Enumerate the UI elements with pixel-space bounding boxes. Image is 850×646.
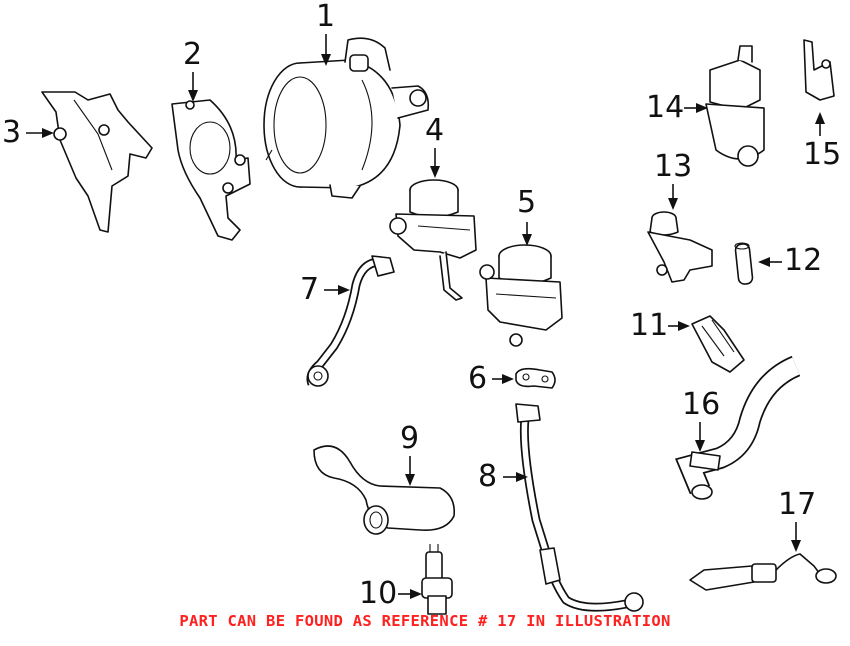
part-7-pipe xyxy=(306,255,395,387)
part-6-gasket xyxy=(515,367,556,389)
callout-3: 3 xyxy=(2,115,22,150)
part-10-valve xyxy=(421,544,453,615)
part-8-pipe xyxy=(515,403,644,612)
callout-8: 8 xyxy=(478,459,498,494)
callout-14: 14 xyxy=(646,90,685,125)
callout-16: 16 xyxy=(682,387,721,422)
callout-17: 17 xyxy=(778,487,817,522)
callout-9: 9 xyxy=(400,421,420,456)
part-5-valve xyxy=(479,244,563,347)
callout-7: 7 xyxy=(300,272,320,307)
callout-13: 13 xyxy=(654,149,693,184)
callout-5: 5 xyxy=(517,185,537,220)
part-17-sensor xyxy=(689,553,837,591)
footer-note: PART CAN BE FOUND AS REFERENCE # 17 IN I… xyxy=(179,612,671,630)
callout-12: 12 xyxy=(784,243,823,278)
callout-11: 11 xyxy=(630,308,669,343)
part-15-bracket xyxy=(803,39,835,101)
callout-10: 10 xyxy=(359,576,398,611)
leader-lines xyxy=(26,34,825,599)
part-3-bracket xyxy=(41,91,153,233)
part-9-hose xyxy=(313,445,456,535)
part-14-solenoid xyxy=(705,45,765,167)
part-1-air-pump xyxy=(263,37,430,199)
part-11-clip xyxy=(691,315,745,373)
callout-6: 6 xyxy=(468,361,488,396)
part-12-sleeve xyxy=(734,242,754,285)
part-4-valve xyxy=(389,179,477,301)
callout-2: 2 xyxy=(183,37,203,72)
part-13-valve xyxy=(647,211,713,283)
callout-4: 4 xyxy=(425,113,445,148)
part-2-bracket xyxy=(171,99,251,241)
callout-1: 1 xyxy=(316,0,336,34)
callout-15: 15 xyxy=(803,137,842,172)
part-16-hose xyxy=(675,355,801,500)
